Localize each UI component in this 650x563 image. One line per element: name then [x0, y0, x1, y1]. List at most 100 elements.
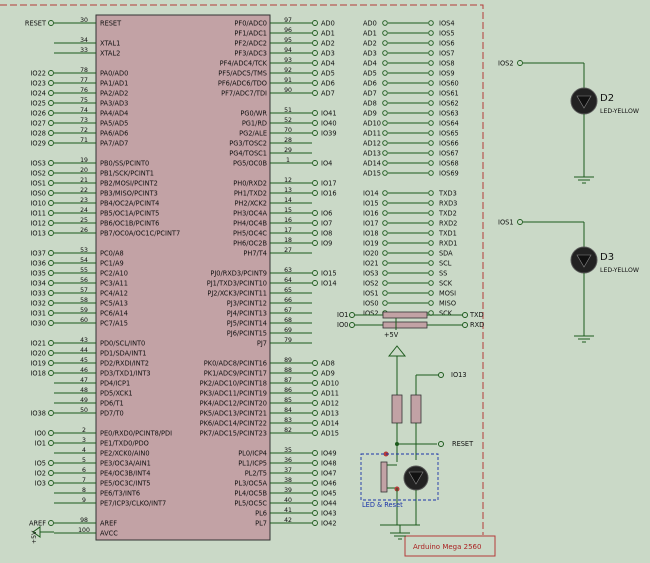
- pin-name: PA1/AD1: [100, 79, 128, 87]
- bus-terminal: [428, 150, 434, 156]
- pin-terminal: [312, 230, 318, 236]
- left-net-label: IOS3: [30, 159, 46, 167]
- board-title: Arduino Mega 2560: [413, 543, 481, 551]
- pin-number: 77: [80, 77, 88, 84]
- led-part: LED-YELLOW: [600, 267, 639, 274]
- pin-name: PL2/T5: [245, 469, 267, 477]
- pin-terminal: [312, 160, 318, 166]
- bus-terminal: [382, 50, 388, 56]
- pin-number: 86: [284, 387, 292, 394]
- led-diode-icon: [576, 254, 592, 268]
- left-net-label: IO21: [30, 339, 46, 347]
- bus-terminal: [428, 20, 434, 26]
- pin-number: 96: [284, 27, 292, 34]
- bus-terminal: [382, 250, 388, 256]
- pin-name: PA3/AD3: [100, 99, 128, 107]
- pin-name: PB2/MOSI/PCINT2: [100, 179, 158, 187]
- io13-net-label: IO13: [451, 371, 467, 379]
- pin-number: 44: [80, 347, 88, 354]
- pin-name: PF7/ADC7/TDI: [221, 89, 267, 97]
- pin-name: PE2/XCK0/AIN0: [100, 449, 150, 457]
- io0-label: IO0: [337, 321, 348, 329]
- bus-terminal: [382, 210, 388, 216]
- right-net-label: AD7: [321, 89, 335, 97]
- bus-terminal: [428, 240, 434, 246]
- pin-number: 2: [82, 427, 86, 434]
- pin-name: PF2/ADC2: [234, 39, 267, 47]
- left-net-label: IO3: [35, 479, 46, 487]
- pin-name: PG5/OC0B: [233, 159, 267, 167]
- pin-terminal: [48, 340, 54, 346]
- bus-net-label: IOS62: [439, 99, 459, 107]
- left-net-label: IO28: [30, 129, 46, 137]
- pin-name: PF3/ADC3: [234, 49, 267, 57]
- pin-number: 64: [284, 277, 292, 284]
- pin-name: PJ5/PCINT14: [227, 319, 267, 327]
- pin-name: PJ6/PCINT15: [227, 329, 267, 337]
- pin-name: PL5/OC5C: [234, 499, 267, 507]
- pin-name: PH3/OC4A: [233, 209, 267, 217]
- pin-name: PA0/AD0: [100, 69, 128, 77]
- avcc-label: +5V: [31, 530, 38, 544]
- board-boundary: [0, 4, 484, 535]
- bus-net-label: AD7: [363, 89, 377, 97]
- left-net-label: IO31: [30, 309, 46, 317]
- pin-terminal: [312, 390, 318, 396]
- pin-name: PB4/OC2A/PCINT4: [100, 199, 159, 207]
- left-net-label: IO26: [30, 109, 46, 117]
- led-net-label: IOS1: [498, 219, 514, 227]
- pin-terminal: [312, 510, 318, 516]
- bus-net-label: IOS69: [439, 169, 459, 177]
- pin-name: PK2/ADC10/PCINT18: [200, 379, 267, 387]
- pin-number: 35: [284, 447, 292, 454]
- bus-net-label: SCL: [439, 259, 452, 267]
- bus-net-label: IOS2: [363, 279, 379, 287]
- pin-number: 85: [284, 397, 292, 404]
- right-net-label: AD2: [321, 39, 335, 47]
- pin-terminal: [48, 280, 54, 286]
- pin-number: 6: [82, 467, 86, 474]
- pin-number: 95: [284, 37, 292, 44]
- pin-name: PH2/XCK2: [234, 199, 267, 207]
- pin-name: PE3/OC3A/AIN1: [100, 459, 151, 467]
- bus-terminal: [428, 200, 434, 206]
- pin-name: PG0/WR: [240, 109, 267, 117]
- right-net-label: IO7: [321, 219, 332, 227]
- pin-name: PK3/ADC11/PCINT19: [200, 389, 267, 397]
- pin-name: PJ7: [257, 339, 267, 347]
- pin-terminal: [48, 480, 54, 486]
- pin-terminal: [48, 290, 54, 296]
- pin-name: PD3/TXD1/INT3: [100, 369, 151, 377]
- pin-name: PC3/A11: [100, 279, 128, 287]
- bus-net-label: AD8: [363, 99, 377, 107]
- pin-terminal: [48, 80, 54, 86]
- pin-number: 94: [284, 47, 292, 54]
- pin-terminal: [48, 140, 54, 146]
- pin-terminal: [312, 270, 318, 276]
- bus-terminal: [382, 260, 388, 266]
- right-net-label: IO16: [321, 189, 337, 197]
- bus-terminal: [428, 140, 434, 146]
- left-net-label: IOS1: [30, 179, 46, 187]
- pin-terminal: [48, 170, 54, 176]
- pin-name: PJ4/PCINT13: [227, 309, 267, 317]
- bus-net-label: IO19: [363, 239, 379, 247]
- pin-name: XTAL1: [100, 39, 120, 47]
- pin-terminal: [312, 480, 318, 486]
- left-net-label: IO30: [30, 319, 46, 327]
- pin-number: 52: [284, 117, 292, 124]
- pin-number: 46: [80, 367, 88, 374]
- left-net-label: IO10: [30, 199, 46, 207]
- bus-terminal: [382, 170, 388, 176]
- bus-terminal: [428, 250, 434, 256]
- bus-net-label: IO18: [363, 229, 379, 237]
- pin-name: PD1/SDA/INT1: [100, 349, 146, 357]
- bus-terminal: [382, 240, 388, 246]
- pin-name: PL7: [255, 519, 267, 527]
- pin-number: 1: [286, 157, 290, 164]
- pin-number: 70: [284, 127, 292, 134]
- right-net-label: IO48: [321, 459, 337, 467]
- pin-name: PF6/ADC6/TDO: [218, 79, 267, 87]
- left-net-label: IO36: [30, 259, 46, 267]
